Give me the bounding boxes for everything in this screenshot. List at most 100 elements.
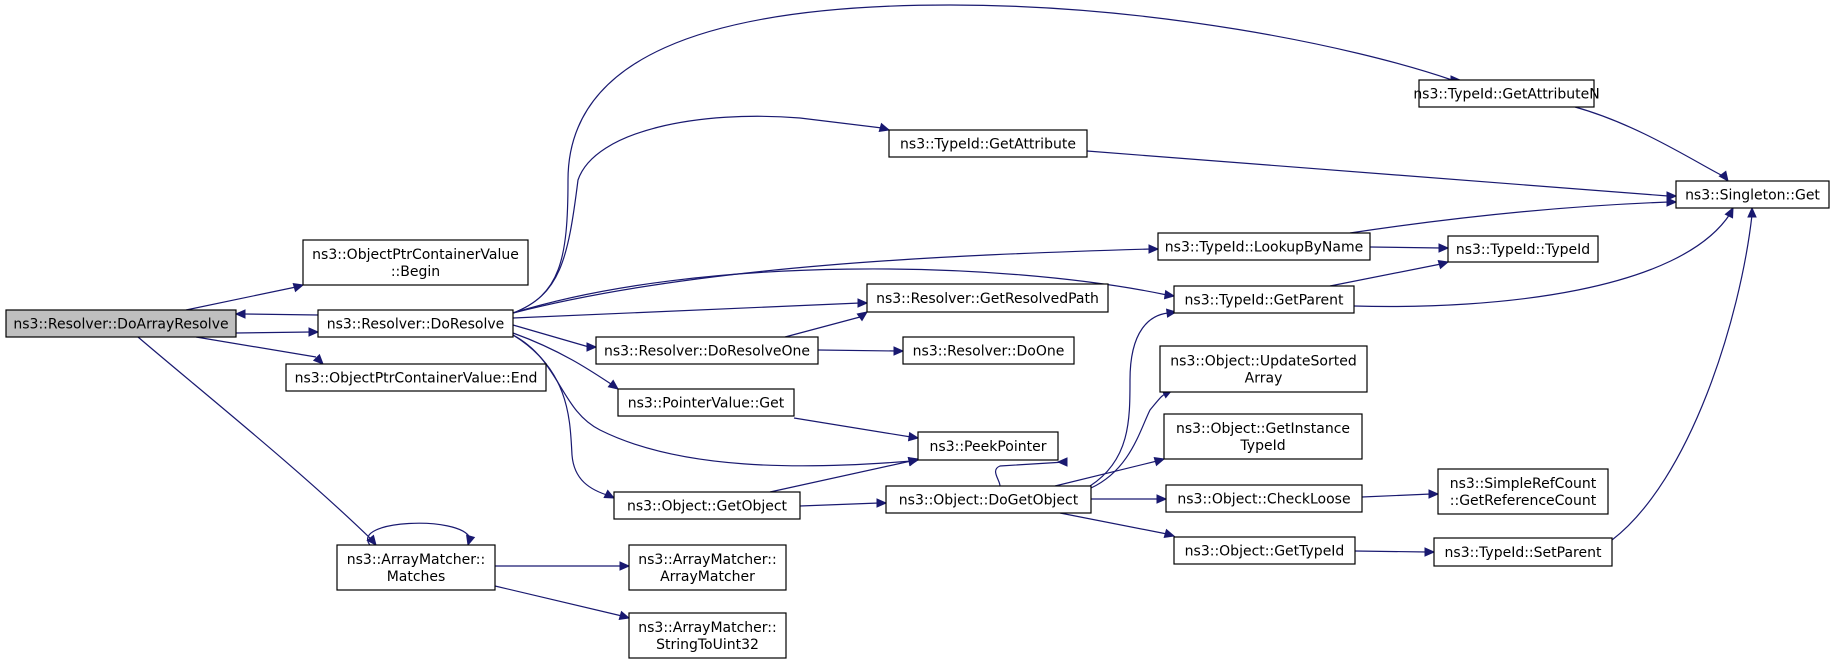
node-checkloose[interactable]: ns3::Object::CheckLoose <box>1165 484 1363 513</box>
node-optrend[interactable]: ns3::ObjectPtrContainerValue::End <box>285 363 547 392</box>
edge-line <box>243 313 319 316</box>
node-label: ns3::TypeId::LookupByName <box>1165 240 1363 256</box>
edge-getparent-to-typeid <box>1329 260 1450 287</box>
node-dogetobject[interactable]: ns3::Object::DoGetObject <box>885 485 1092 514</box>
edge-dogetobject-to-checkloose <box>1091 494 1168 504</box>
node-label: ns3::SimpleRefCount <box>1450 476 1597 492</box>
node-label: ns3::Object::CheckLoose <box>1177 492 1350 508</box>
node-doresolve[interactable]: ns3::Resolver::DoResolve <box>317 309 514 338</box>
node-arraymatcher[interactable]: ns3::ArrayMatcher::ArrayMatcher <box>628 544 787 591</box>
node-label: ns3::Object::DoGetObject <box>899 493 1079 509</box>
node-pointervalueget[interactable]: ns3::PointerValue::Get <box>617 388 795 417</box>
node-getobject[interactable]: ns3::Object::GetObject <box>613 491 801 520</box>
arrowhead-icon <box>1056 457 1068 467</box>
node-getresolvedpath[interactable]: ns3::Resolver::GetResolvedPath <box>866 283 1109 313</box>
edge-doresolve-to-pointervalueget <box>512 332 619 390</box>
edge-gettypeid-to-setparent <box>1354 547 1436 557</box>
node-getreferencecount[interactable]: ns3::SimpleRefCount::GetReferenceCount <box>1437 468 1609 515</box>
node-box <box>317 309 514 338</box>
node-lookupbyname[interactable]: ns3::TypeId::LookupByName <box>1157 232 1371 261</box>
node-label: ns3::Object::GetTypeId <box>1185 544 1345 560</box>
edge-line <box>1089 312 1169 487</box>
node-box <box>1675 180 1830 209</box>
node-box <box>866 283 1109 313</box>
arrowhead-icon <box>366 534 377 546</box>
node-label: ns3::ObjectPtrContainerValue <box>312 247 519 263</box>
edge-line <box>1054 460 1158 487</box>
node-label: ::GetReferenceCount <box>1450 493 1597 509</box>
arrowhead-icon <box>292 283 305 293</box>
node-label: ns3::TypeId::TypeId <box>1456 242 1590 258</box>
arrowhead-icon <box>234 309 246 319</box>
edge-line <box>512 332 615 387</box>
node-getattribute[interactable]: ns3::TypeId::GetAttribute <box>888 129 1088 158</box>
arrowhead-icon <box>1724 206 1734 219</box>
arrowhead-icon <box>466 534 476 547</box>
node-box <box>1437 468 1609 515</box>
edge-line <box>235 331 312 334</box>
node-getparent[interactable]: ns3::TypeId::GetParent <box>1173 285 1355 314</box>
edge-doresolve-to-getparent <box>512 268 1176 314</box>
edge-line <box>512 302 861 319</box>
node-label: Matches <box>387 569 446 585</box>
edge-line <box>512 324 590 348</box>
node-box <box>917 431 1059 461</box>
edge-line <box>1369 246 1442 249</box>
node-box <box>613 491 801 520</box>
edge-line <box>817 349 897 352</box>
node-label: ns3::Resolver::GetResolvedPath <box>876 291 1099 307</box>
node-arraymatches[interactable]: ns3::ArrayMatcher::Matches <box>336 544 496 591</box>
edge-line <box>1574 106 1726 178</box>
arrowhead-icon <box>607 379 619 390</box>
node-typeid[interactable]: ns3::TypeId::TypeId <box>1447 235 1599 263</box>
node-label: ns3::ArrayMatcher:: <box>638 552 777 568</box>
node-label: ns3::TypeId::GetParent <box>1185 293 1344 309</box>
edge-line <box>512 248 1152 314</box>
node-setparent[interactable]: ns3::TypeId::SetParent <box>1433 537 1613 567</box>
arrowhead-icon <box>1163 289 1176 300</box>
node-label: ns3::Resolver::DoResolve <box>327 317 505 333</box>
arrowhead-icon <box>1163 528 1176 538</box>
node-box <box>1418 79 1595 108</box>
arrowhead-icon <box>618 610 631 620</box>
node-doone[interactable]: ns3::Resolver::DoOne <box>902 336 1075 365</box>
node-getattributen[interactable]: ns3::TypeId::GetAttributeN <box>1413 79 1600 108</box>
edge-getobject-to-peekpointer <box>769 457 920 493</box>
arrowhead-icon <box>1437 260 1450 270</box>
arrowhead-icon <box>603 489 616 499</box>
node-gettypeid[interactable]: ns3::Object::GetTypeId <box>1173 536 1356 565</box>
node-box <box>1433 537 1613 567</box>
node-label: ns3::ArrayMatcher:: <box>347 552 486 568</box>
node-box <box>1157 232 1371 261</box>
edge-line <box>769 460 912 493</box>
edge-line <box>793 417 912 438</box>
node-stringtouint32[interactable]: ns3::ArrayMatcher::StringToUint32 <box>628 612 787 659</box>
arrowhead-icon <box>308 327 320 337</box>
arrowhead-icon <box>1747 206 1757 218</box>
node-box <box>285 363 547 392</box>
node-peekpointer[interactable]: ns3::PeekPointer <box>917 431 1059 461</box>
arrowhead-icon <box>1428 489 1440 499</box>
node-doarrayresolve[interactable]: ns3::Resolver::DoArrayResolve <box>5 309 237 338</box>
edge-line <box>799 502 880 507</box>
node-box <box>302 239 529 286</box>
node-label: ns3::PointerValue::Get <box>628 396 785 412</box>
node-box <box>888 129 1088 158</box>
edge-line <box>1349 201 1670 234</box>
edge-dogetobject-to-getparent <box>1089 308 1178 487</box>
edge-getobject-to-dogetobject <box>799 498 888 508</box>
edge-doresolve-to-lookupbyname <box>512 244 1160 314</box>
node-optrbegin[interactable]: ns3::ObjectPtrContainerValue::Begin <box>302 239 529 286</box>
node-doresolveone[interactable]: ns3::Resolver::DoResolveOne <box>595 336 819 365</box>
edge-line <box>995 461 1066 487</box>
edge-line <box>494 585 623 617</box>
node-singletonget[interactable]: ns3::Singleton::Get <box>1675 180 1830 209</box>
arrowhead-icon <box>1156 494 1168 504</box>
node-box <box>628 544 787 591</box>
node-label: ns3::PeekPointer <box>930 439 1047 455</box>
arrowhead-icon <box>893 346 905 356</box>
node-box <box>1173 285 1355 314</box>
